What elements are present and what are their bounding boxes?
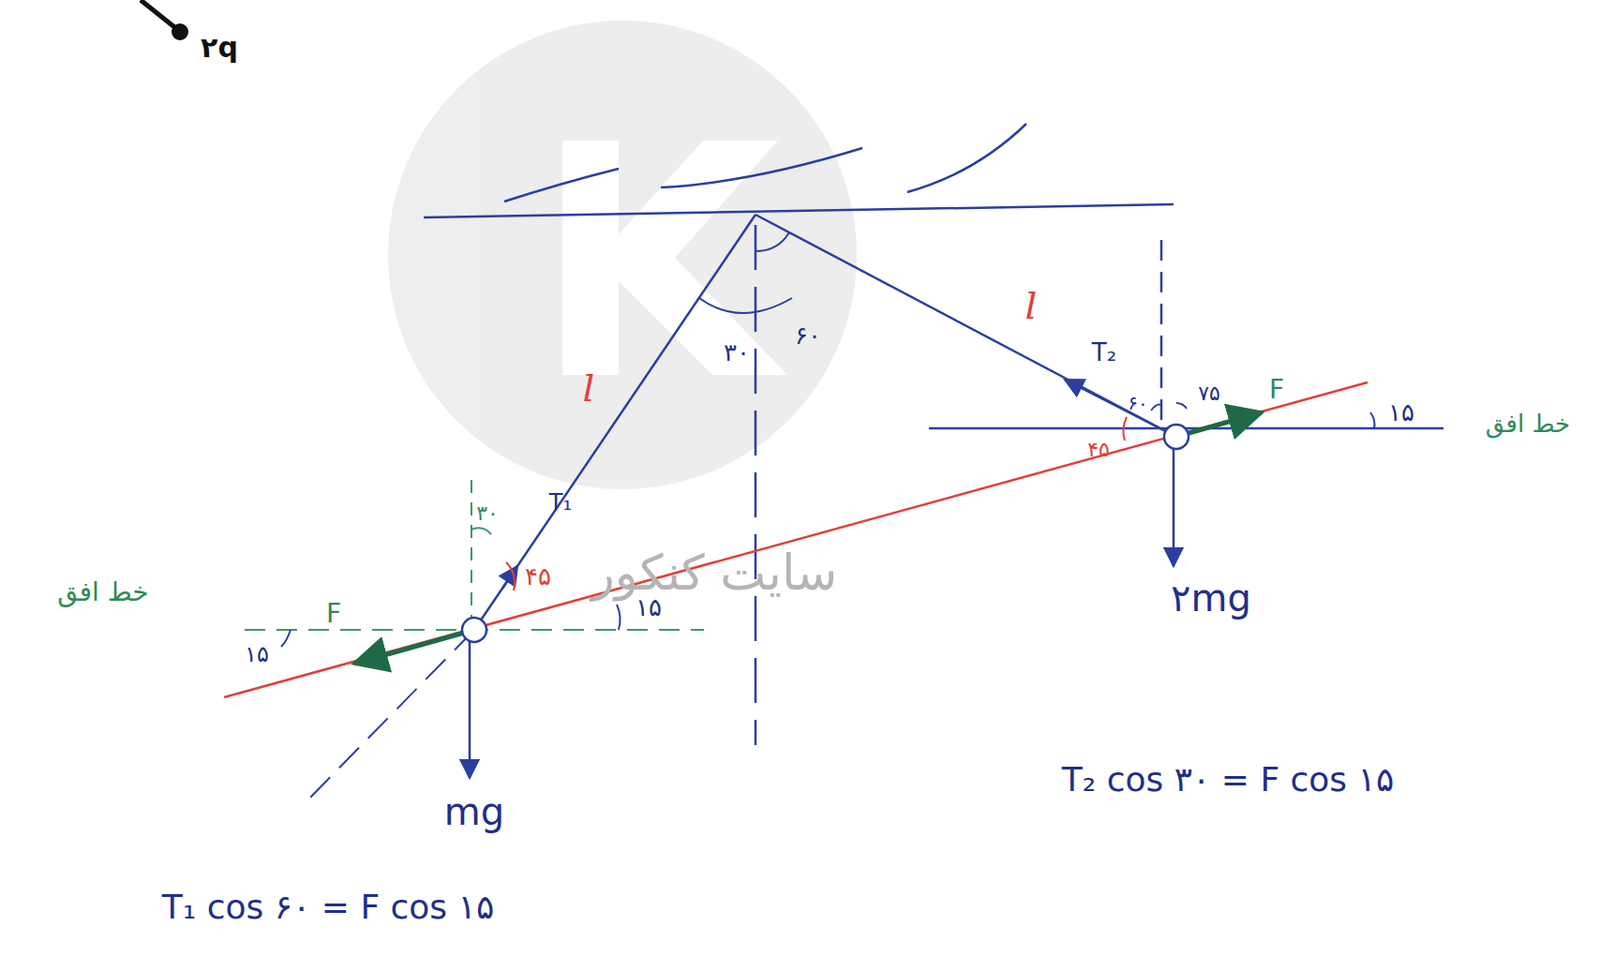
watermark-text: سایت کنکور bbox=[591, 546, 838, 600]
force-arrow bbox=[354, 629, 475, 664]
watermark-logo bbox=[388, 20, 857, 490]
weight-arrow bbox=[1172, 448, 1176, 567]
ceiling-hatch bbox=[660, 148, 863, 188]
ceiling-hatch bbox=[907, 123, 1027, 193]
vertical-line bbox=[754, 224, 758, 746]
angle-arc bbox=[471, 527, 492, 535]
force-label: F bbox=[1269, 375, 1285, 405]
charge-axis-line bbox=[224, 382, 1368, 698]
length-label: l bbox=[1025, 284, 1038, 327]
equation: T₂ cos ۳۰ = F cos ۱۵ bbox=[1061, 761, 1394, 799]
horizon-label: خط افق bbox=[1485, 410, 1571, 438]
watermark-circle bbox=[388, 20, 857, 490]
angle-arc bbox=[1122, 417, 1127, 441]
string-right bbox=[755, 214, 1177, 437]
string-extension bbox=[306, 629, 475, 802]
angle-label: ۶۰ bbox=[794, 322, 822, 350]
vertical-line bbox=[470, 479, 473, 619]
angle-arc bbox=[755, 232, 790, 252]
weight-label: mg bbox=[444, 791, 505, 833]
angle-arc bbox=[616, 604, 621, 630]
angle-arc bbox=[1151, 404, 1162, 411]
angle-label: ۷۵ bbox=[1197, 382, 1221, 405]
angle-arc bbox=[281, 629, 291, 647]
equation: T₁ cos ۶۰ = F cos ۱۵ bbox=[162, 888, 494, 927]
charge-label: ۲q bbox=[200, 31, 239, 63]
horizon-label: خط افق bbox=[57, 578, 149, 608]
angle-label: ۳۰ bbox=[476, 502, 499, 525]
angle-label: ۴۵ bbox=[524, 563, 552, 591]
charge-ball bbox=[1164, 424, 1189, 449]
length-label: l bbox=[583, 367, 596, 409]
ceiling-line bbox=[423, 204, 1174, 218]
angle-arc bbox=[1176, 403, 1187, 409]
force-label: T₂ bbox=[1091, 339, 1117, 367]
angle-label: ۶۰ bbox=[1127, 392, 1148, 414]
charge-ball bbox=[462, 617, 487, 643]
angle-arc bbox=[1370, 412, 1376, 429]
angle-arc bbox=[699, 298, 793, 314]
charge-symbol bbox=[140, 0, 189, 41]
force-label: T₁ bbox=[549, 490, 572, 515]
tension-arrow bbox=[1064, 379, 1177, 437]
angle-label: ۱۵ bbox=[1388, 399, 1415, 427]
angle-label: ۱۵ bbox=[244, 642, 270, 667]
angle-arc bbox=[506, 562, 515, 591]
angle-label: ۳۰ bbox=[723, 339, 750, 367]
angle-label: ۴۵ bbox=[1087, 438, 1110, 462]
weight-arrow bbox=[468, 641, 472, 778]
weight-label: ۲mg bbox=[1170, 577, 1252, 619]
ceiling-hatch bbox=[504, 168, 619, 202]
force-label: F bbox=[326, 599, 342, 629]
vertical-line bbox=[1160, 239, 1164, 422]
